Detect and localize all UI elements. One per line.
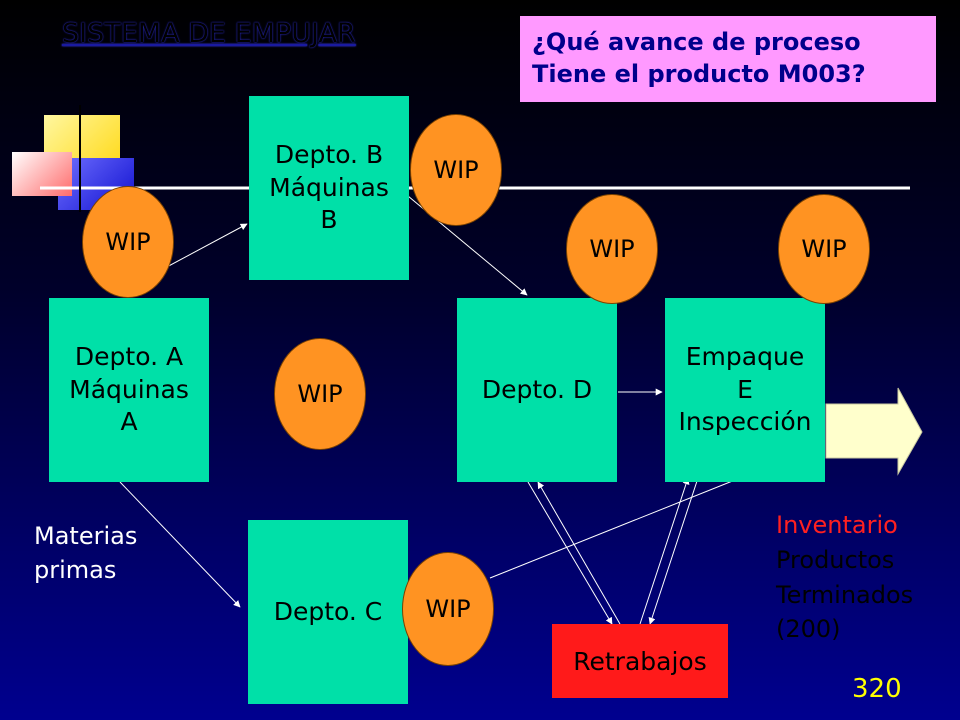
arrow-a-to-c (119, 481, 241, 608)
department-b-box: Depto. B Máquinas B (249, 96, 409, 280)
question-box: ¿Qué avance de proceso Tiene el producto… (520, 16, 936, 102)
raw-materials-line-2: primas (34, 555, 117, 584)
wip-node-center: WIP (274, 338, 366, 450)
slide-title: SISTEMA DE EMPUJAR (62, 18, 356, 49)
finished-inventory-line-3: Terminados (776, 580, 914, 609)
arrow-rework-to-d (537, 481, 621, 625)
finished-inventory-line-1: Inventario (776, 511, 898, 539)
department-a-line-3: A (120, 407, 138, 437)
wip-node-a-b: WIP (82, 186, 174, 298)
wip-node-d: WIP (566, 194, 658, 304)
department-e-line-3: Inspección (678, 407, 812, 437)
department-a-box: Depto. A Máquinas A (49, 298, 209, 482)
wip-node-c: WIP (402, 552, 494, 666)
department-e-line-1: Empaque (685, 342, 805, 372)
department-a-line-1: Depto. A (74, 342, 184, 372)
question-line-1: ¿Qué avance de proceso (532, 28, 861, 56)
wip-node-e: WIP (778, 194, 870, 304)
finished-inventory-label: Inventario Productos Terminados (200) (776, 508, 913, 647)
department-a-line-2: Máquinas (69, 374, 189, 404)
arrow-c-to-e (489, 475, 746, 579)
wip-node-b: WIP (410, 114, 502, 226)
question-line-2: Tiene el producto M003? (532, 60, 866, 89)
finished-inventory-line-2: Productos (776, 545, 895, 574)
department-e-box: Empaque E Inspección (665, 298, 825, 482)
department-e-line-2: E (737, 374, 753, 404)
arrow-rework-to-e (639, 477, 690, 625)
department-d-box: Depto. D (457, 298, 617, 482)
raw-materials-label: Materias primas (34, 520, 137, 587)
department-b-line-3: B (320, 205, 338, 235)
output-arrow (825, 387, 923, 476)
department-c-box: Depto. C (248, 520, 408, 704)
raw-materials-line-1: Materias (34, 522, 138, 550)
finished-inventory-line-4: (200) (776, 615, 841, 644)
department-b-line-1: Depto. B (274, 140, 384, 170)
rework-box: Retrabajos (552, 624, 728, 698)
arrow-e-to-rework (648, 477, 699, 625)
arrow-d-to-rework (527, 481, 613, 625)
page-number: 320 (852, 674, 902, 704)
department-d-label: Depto. D (481, 374, 593, 404)
department-c-label: Depto. C (273, 596, 383, 626)
department-b-line-2: Máquinas (269, 172, 389, 202)
